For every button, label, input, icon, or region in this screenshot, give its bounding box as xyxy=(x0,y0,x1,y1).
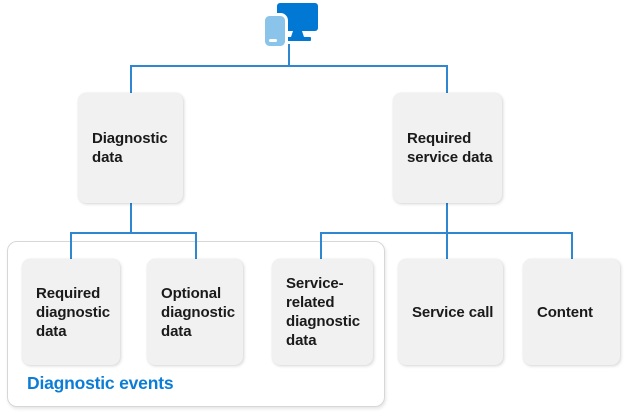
node-required-service-data: Required service data xyxy=(393,93,502,203)
node-service-call-label: Service call xyxy=(412,303,494,321)
node-required-service-data-label: Required service data xyxy=(407,130,493,166)
node-service-call: Service call xyxy=(398,259,503,365)
node-service-related-diagnostic-data-label: Service-related diagnostic data xyxy=(286,275,361,349)
node-optional-diagnostic-data: Optional diagnostic data xyxy=(147,259,243,365)
connector-from-required-service-data xyxy=(446,203,448,259)
connector-level1-horizontal xyxy=(130,65,448,67)
connector-level2-right-horizontal xyxy=(320,232,573,234)
connector-to-diagnostic-data xyxy=(130,65,132,93)
node-service-related-diagnostic-data: Service-related diagnostic data xyxy=(272,259,373,365)
connector-level2-left-horizontal xyxy=(70,232,197,234)
node-diagnostic-data-label: Diagnostic data xyxy=(92,130,168,166)
connector-to-required-diagnostic xyxy=(70,232,72,259)
node-required-diagnostic-data-label: Required diagnostic data xyxy=(36,284,111,340)
connector-to-optional-diagnostic xyxy=(195,232,197,259)
connector-from-diagnostic-data xyxy=(130,203,132,234)
connector-to-required-service-data xyxy=(446,65,448,93)
connector-to-service-related xyxy=(320,232,322,259)
node-content: Content xyxy=(523,259,620,365)
node-optional-diagnostic-data-label: Optional diagnostic data xyxy=(161,284,236,340)
node-required-diagnostic-data: Required diagnostic data xyxy=(22,259,120,365)
devices-icon xyxy=(262,3,318,48)
connector-to-content xyxy=(571,232,573,259)
node-diagnostic-data: Diagnostic data xyxy=(78,93,183,203)
node-content-label: Content xyxy=(537,303,593,321)
diagnostic-events-label: Diagnostic events xyxy=(27,373,174,393)
connector-root-stem xyxy=(288,44,290,67)
